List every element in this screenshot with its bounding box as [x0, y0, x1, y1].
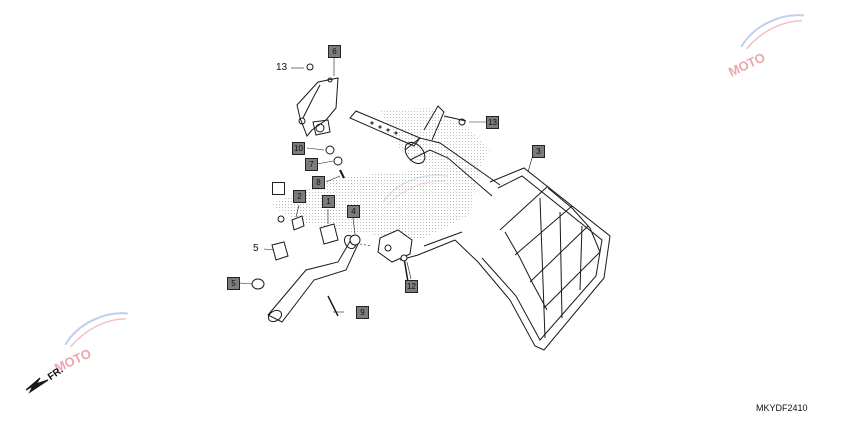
- bolt-8: [339, 169, 345, 179]
- stipple-shading-2: [380, 108, 490, 170]
- collar-5-lower: [251, 278, 265, 290]
- collar-2: [291, 215, 305, 231]
- washer-10: [325, 145, 335, 155]
- callout-12: 12: [405, 280, 418, 293]
- collar-5-upper: [271, 241, 289, 261]
- callout-label: 3: [536, 147, 541, 156]
- watermark-logo-bottom: [64, 312, 128, 348]
- leader-lines: [239, 58, 533, 313]
- callout-3: 3: [532, 145, 545, 158]
- callout-13-plain: 13: [276, 62, 288, 73]
- front-arrow-icon: [25, 377, 49, 394]
- small-parts: [251, 63, 408, 290]
- callout-label: 8: [316, 178, 321, 187]
- callout-label: 10: [294, 144, 303, 153]
- callout-5-plain: 5: [253, 243, 259, 254]
- callout-label: 2: [297, 192, 302, 201]
- callout-9: 9: [356, 306, 369, 319]
- watermark-logo-center: [382, 174, 449, 205]
- callout-5: 5: [227, 277, 240, 290]
- callout-1: 1: [322, 195, 335, 208]
- rack-clamp: [377, 229, 413, 283]
- collar-4: [349, 234, 361, 246]
- callout-label: 5: [231, 279, 236, 288]
- callout-2: 2: [293, 190, 306, 203]
- grommet-1: [319, 223, 339, 245]
- callout-blank: [272, 182, 285, 195]
- washer-blank: [277, 215, 285, 223]
- callout-label: 6: [332, 47, 337, 56]
- callout-label: 4: [351, 207, 356, 216]
- callout-10: 10: [292, 142, 305, 155]
- callout-6: 6: [328, 45, 341, 58]
- callout-4: 4: [347, 205, 360, 218]
- callout-13: 13: [486, 116, 499, 129]
- nut-7: [333, 156, 343, 166]
- main-tube: [404, 105, 501, 197]
- callout-label: 7: [309, 160, 314, 169]
- callout-label: 13: [488, 118, 497, 127]
- rack-frame: [399, 167, 611, 351]
- callout-label: 9: [360, 308, 365, 317]
- bolt-13-top: [306, 63, 314, 71]
- watermark-logo-top: [740, 14, 804, 50]
- callout-8: 8: [312, 176, 325, 189]
- callout-label: 1: [326, 197, 331, 206]
- callout-label: 12: [407, 282, 416, 291]
- callout-7: 7: [305, 158, 318, 171]
- upper-bracket: [296, 77, 339, 137]
- diagram-code: MKYDF2410: [756, 403, 808, 413]
- bolt-12: [400, 254, 408, 262]
